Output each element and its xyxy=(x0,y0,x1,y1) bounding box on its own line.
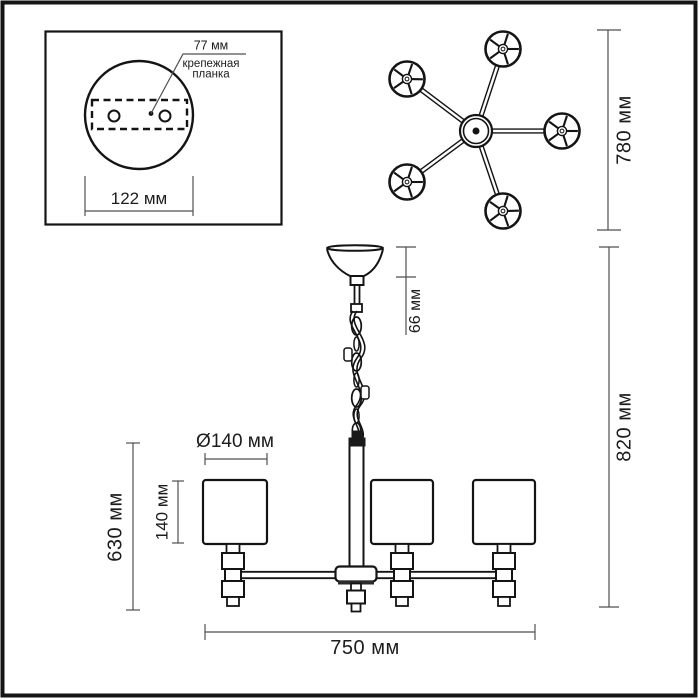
plate-label-line2: планка xyxy=(192,69,230,81)
screw-hole-right xyxy=(158,109,172,123)
chain xyxy=(343,310,370,445)
inset-border xyxy=(44,30,283,226)
canopy xyxy=(326,244,384,286)
leader-line xyxy=(150,53,246,114)
shade-middle xyxy=(369,478,435,546)
holder-middle xyxy=(390,543,414,607)
shade-left xyxy=(201,478,269,546)
dimension-shade-diameter: Ø140 мм xyxy=(196,431,274,465)
width-label: 750 мм xyxy=(330,637,399,659)
dimension-plate-width: 122 мм xyxy=(84,176,194,216)
top-span-label: 780 мм xyxy=(613,95,635,164)
shade-top-lower-left xyxy=(388,163,426,201)
dimension-shade-height: 140 мм xyxy=(152,480,184,544)
ceiling-cup-circle xyxy=(83,59,195,171)
stem xyxy=(350,285,363,313)
dimension-canopy-height: 66 мм xyxy=(396,246,424,335)
shade-top-upper-left xyxy=(388,60,426,98)
cable-crimp-upper xyxy=(343,347,353,362)
central-hub-top xyxy=(458,113,494,149)
plate-label-line1: крепежная xyxy=(183,58,240,70)
canopy-height-label: 66 мм xyxy=(407,289,424,333)
holder-left xyxy=(221,543,245,607)
overall-height-label: 820 мм xyxy=(613,392,635,461)
side-view: 66 мм 820 мм Ø140 мм 140 мм 630 xyxy=(104,244,635,659)
shade-top-upper xyxy=(484,30,522,68)
shade-diameter-label: Ø140 мм xyxy=(196,431,274,452)
plate-width-label: 122 мм xyxy=(111,189,167,208)
shade-top-lower xyxy=(484,192,522,230)
shade-right xyxy=(471,478,537,546)
dimension-body-height: 630 мм xyxy=(104,442,140,611)
hub-body xyxy=(334,565,378,585)
dimension-overall-height: 820 мм xyxy=(599,246,635,608)
top-view: 780 мм xyxy=(388,29,635,231)
hole-spacing-label: 77 мм xyxy=(194,39,229,53)
holder-right xyxy=(492,543,516,607)
inset-mounting-diagram: 77 мм крепежная планка 122 мм xyxy=(44,30,283,226)
mounting-plate-outline xyxy=(90,98,189,131)
shade-top-right xyxy=(543,112,581,150)
shade-height-label: 140 мм xyxy=(152,484,171,540)
central-finial xyxy=(346,582,366,613)
central-column xyxy=(348,430,366,567)
dimension-top-span: 780 мм xyxy=(597,29,635,231)
dimension-width: 750 мм xyxy=(204,624,536,659)
body-height-label: 630 мм xyxy=(104,492,126,561)
cable-crimp-lower xyxy=(360,385,370,400)
screw-hole-left xyxy=(107,109,121,123)
